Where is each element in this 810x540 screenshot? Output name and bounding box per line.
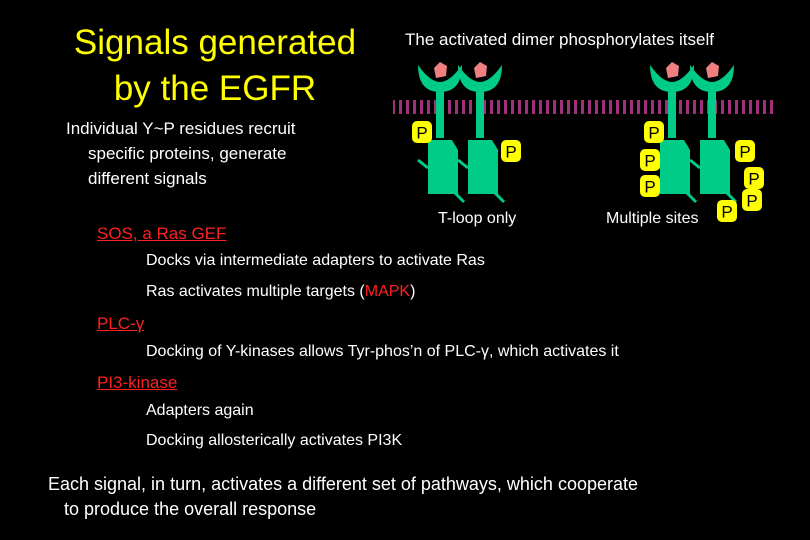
cell-membrane [393,100,773,114]
svg-text:P: P [748,170,759,189]
intro-line-2: specific proteins, generate [88,144,287,163]
ligand-icon [666,62,679,78]
mapk-highlight: MAPK [364,283,411,300]
title-line-2: by the EGFR [113,69,317,108]
section-heading-sos: SOS, a Ras GEF [97,224,227,243]
receptor-left-2 [649,62,698,204]
ligand-icon [474,62,487,78]
svg-text:P: P [648,124,659,143]
intro-text: Individual Y~P residues recruit specific… [66,116,366,191]
phosphate-badge: P [717,200,737,222]
ligand-icon [706,62,719,78]
svg-text:P: P [739,143,750,162]
tloop-label: T-loop only [438,210,517,227]
ras-line-before: Ras activates multiple targets ( [146,283,365,300]
receptor-right-1 [457,62,506,204]
phosphate-badge: P [501,140,521,162]
phosphate-badge: P [412,121,432,143]
svg-text:P: P [416,124,427,143]
intro-line-3: different signals [88,169,207,188]
slide-title: Signals generated by the EGFR [40,20,390,112]
phosphate-badge: P [644,121,664,143]
section-heading-plc: PLC-γ [97,314,145,333]
phosphate-badge: P [640,175,660,197]
pi3k-item-2: Docking allosterically activates PI3K [146,432,403,449]
multiple-sites-label: Multiple sites [606,210,699,227]
phosphate-badge: P [742,189,762,211]
footer-text: Each signal, in turn, activates a differ… [48,472,748,522]
svg-text:P: P [721,203,732,222]
svg-text:P: P [505,143,516,162]
svg-text:P: P [644,178,655,197]
title-line-1: Signals generated [73,23,357,62]
phosphate-badge: P [640,149,660,171]
sos-item-1: Docks via intermediate adapters to activ… [146,252,485,269]
svg-text:P: P [644,152,655,171]
footer-line-2: to produce the overall response [64,499,317,519]
intro-line-1: Individual Y~P residues recruit [66,119,296,138]
diagram-subtitle: The activated dimer phosphorylates itsel… [405,30,714,49]
receptor-left-1 [417,62,466,204]
footer-line-1: Each signal, in turn, activates a differ… [48,474,639,494]
sos-item-2: Ras activates multiple targets (MAPK) [146,283,415,301]
ras-line-after: ) [410,283,416,300]
ligand-icon [434,62,447,78]
phosphate-badge: P [735,140,755,162]
phosphate-badge: P [744,167,764,189]
plc-item-1: Docking of Y-kinases allows Tyr-phos’n o… [146,343,619,360]
svg-text:P: P [746,192,757,211]
pi3k-item-1: Adapters again [146,402,254,419]
receptor-right-2 [689,62,738,204]
section-heading-pi3k: PI3-kinase [97,373,178,392]
